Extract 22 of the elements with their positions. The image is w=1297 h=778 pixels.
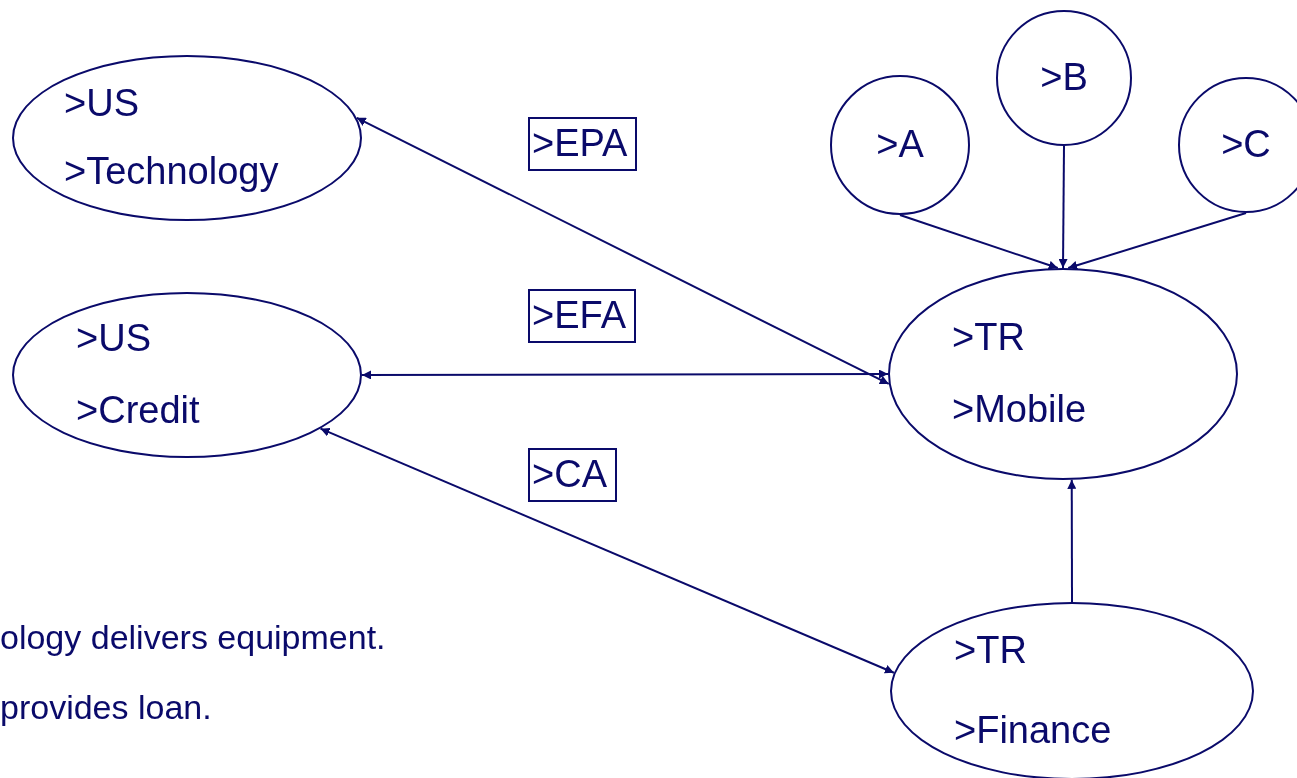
note-text: ology delivers equipment. [0, 618, 386, 657]
node-label: >A [876, 124, 924, 166]
edge-label: >EPA [528, 117, 638, 171]
arrow [361, 369, 889, 380]
node-label: >US [64, 83, 139, 125]
node-label: >US [76, 318, 151, 360]
node-label: >Credit [76, 390, 200, 432]
node-label: >Technology [64, 151, 279, 193]
arrow [355, 116, 890, 385]
node-label: >Mobile [952, 389, 1087, 431]
node-label: >C [1221, 124, 1271, 166]
arrow [1058, 145, 1068, 269]
node-label: >TR [952, 317, 1025, 359]
note-text: provides loan. [0, 688, 212, 727]
edge-label: >CA [528, 448, 617, 502]
arrow [1067, 478, 1077, 603]
node-label: >TR [954, 630, 1027, 672]
node-label: >B [1040, 57, 1088, 99]
arrow [1067, 212, 1247, 270]
node-label: >Finance [954, 710, 1112, 752]
arrow [899, 214, 1059, 270]
edge-label: >EFA [528, 289, 636, 343]
